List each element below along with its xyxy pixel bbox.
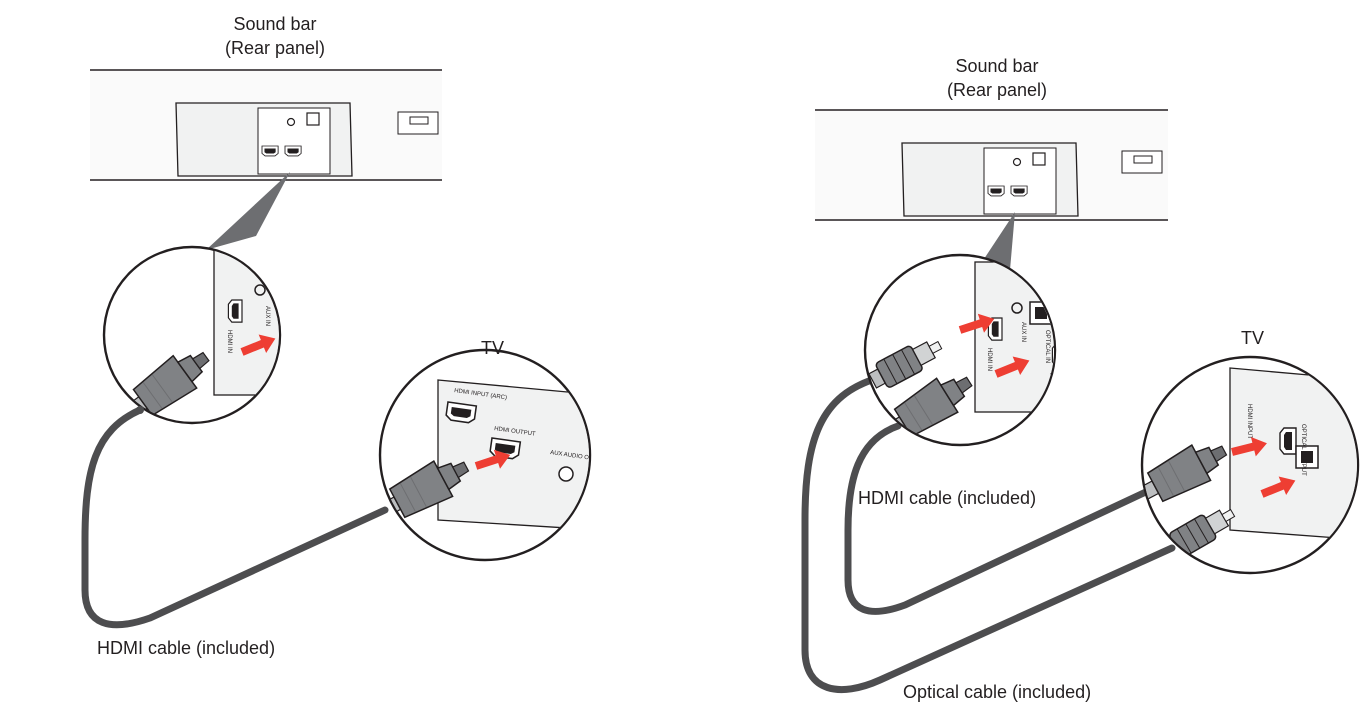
hdmi-cable-left — [81, 406, 389, 629]
soundbar-label-right: Sound bar (Rear panel) — [922, 54, 1072, 102]
soundbar-title: Sound bar — [955, 56, 1039, 76]
soundbar-title: Sound bar — [233, 14, 317, 34]
left-diagram: AUX IN OPTICAL IN HDMI IN TV (HDMI ARC) … — [81, 69, 592, 629]
zoom-callout-right — [982, 212, 1015, 270]
optical-in-label: OPTICAL IN — [1044, 330, 1050, 363]
aux-in-label: AUX IN — [264, 306, 270, 326]
hdmi-cable-label-right: HDMI cable (included) — [858, 488, 1037, 508]
tv-label-left: TV — [481, 338, 505, 358]
soundbar-subtitle: (Rear panel) — [946, 80, 1048, 100]
hdmi-cable-right — [844, 422, 1154, 615]
optical-in-label: OPTICAL IN — [286, 306, 292, 339]
hdmi-cable-label-left: HDMI cable (included) — [97, 638, 276, 658]
optical-cable — [801, 374, 1176, 694]
zoom-circle-soundbar-right: AUX IN OPTICAL IN HDMI IN TV (HDMI ARC) — [863, 253, 1057, 447]
soundbar-subtitle: (Rear panel) — [224, 38, 326, 58]
tv-optical-output-label: OPTICAL OUTPUT — [1300, 424, 1306, 476]
right-diagram: AUX IN OPTICAL IN HDMI IN TV (HDMI ARC) … — [801, 109, 1360, 694]
aux-in-label: AUX IN — [1020, 322, 1026, 342]
soundbar-label-left: Sound bar (Rear panel) — [200, 12, 350, 60]
soundbar-rear-panel-left — [90, 69, 442, 181]
zoom-circle-tv-left: HDMI INPUT (ARC) HDMI OUTPUT AUX AUDIO O… — [378, 348, 592, 562]
tv-hdmi-output-label: HDMI OUTPUT — [494, 426, 536, 438]
zoom-circle-soundbar-left: AUX IN OPTICAL IN HDMI IN TV (HDMI ARC) — [102, 245, 292, 425]
hdmi-arc-label: TV (HDMI ARC) — [286, 356, 292, 399]
hdmi-in-label: HDMI IN — [986, 348, 992, 371]
zoom-circle-tv-right: HDMI INPUT OPTICAL OUTPUT — [1140, 355, 1360, 575]
tv-hdmi-input-label: HDMI INPUT — [1246, 404, 1252, 439]
tv-label-right: TV — [1241, 328, 1265, 348]
soundbar-rear-panel-right — [815, 109, 1168, 221]
optical-cable-label: Optical cable (included) — [903, 682, 1092, 702]
hdmi-in-label: HDMI IN — [226, 330, 232, 353]
zoom-callout-left — [206, 172, 290, 250]
